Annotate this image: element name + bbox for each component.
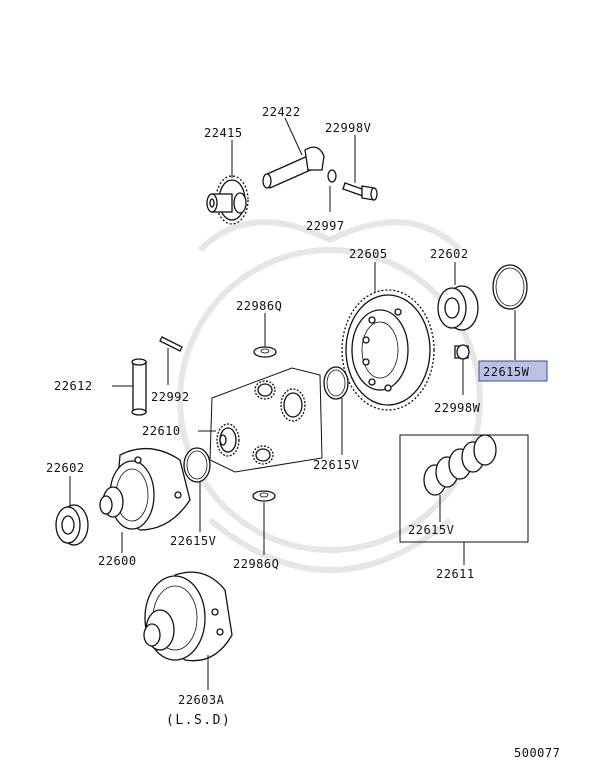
bolt-22998v-icon[interactable] — [342, 182, 378, 201]
shim-22615w-icon[interactable] — [492, 264, 528, 310]
washer-22986q-top-icon[interactable] — [253, 346, 277, 358]
label-22612[interactable]: 22612 — [54, 379, 93, 393]
bolt-22998w-icon[interactable] — [454, 344, 470, 395]
diff-case-22600-icon[interactable] — [99, 447, 191, 531]
gear-set-22610-icon[interactable] — [209, 367, 323, 473]
label-22998w[interactable]: 22998W — [434, 401, 481, 415]
label-22605[interactable]: 22605 — [349, 247, 388, 261]
shaft-22422-icon[interactable] — [262, 146, 325, 189]
gear-22415-icon[interactable] — [206, 175, 249, 225]
label-22610[interactable]: 22610 — [142, 424, 181, 438]
label-22615w[interactable]: 22615W — [483, 365, 530, 379]
o-ring-22997-icon[interactable] — [327, 169, 337, 183]
label-22992[interactable]: 22992 — [151, 390, 190, 404]
label-22611[interactable]: 22611 — [436, 567, 475, 581]
diagram-code: 500077 — [514, 746, 560, 760]
label-22415[interactable]: 22415 — [204, 126, 243, 140]
ring-gear-22605-icon[interactable] — [341, 289, 435, 411]
label-22997[interactable]: 22997 — [306, 219, 345, 233]
label-22986q-bottom[interactable]: 22986Q — [233, 557, 279, 571]
label-22602-top[interactable]: 22602 — [430, 247, 469, 261]
label-22615v-mid[interactable]: 22615V — [313, 458, 359, 472]
bearing-22602-top-icon[interactable] — [437, 285, 479, 331]
label-lsd: (L.S.D) — [166, 713, 231, 728]
shim-22615v-mid-icon[interactable] — [323, 366, 349, 400]
label-22603a[interactable]: 22603A — [178, 693, 225, 707]
label-22422[interactable]: 22422 — [262, 105, 301, 119]
shim-22615v-left-icon[interactable] — [183, 447, 211, 483]
label-22998v[interactable]: 22998V — [325, 121, 371, 135]
label-22600[interactable]: 22600 — [98, 554, 137, 568]
spring-pin-22992-icon[interactable] — [159, 336, 183, 352]
highlight-22615w — [478, 360, 548, 382]
label-22615v-right[interactable]: 22615V — [408, 523, 454, 537]
pin-22612-icon[interactable] — [131, 358, 147, 416]
lsd-case-22603a-icon[interactable] — [143, 571, 233, 662]
label-22615v-left[interactable]: 22615V — [170, 534, 216, 548]
label-22602-left[interactable]: 22602 — [46, 461, 85, 475]
washer-22986q-bottom-icon[interactable] — [252, 490, 276, 502]
label-22986q-top[interactable]: 22986Q — [236, 299, 282, 313]
clutch-pack-22611-icon[interactable] — [399, 434, 529, 543]
bearing-22602-left-icon[interactable] — [55, 504, 89, 546]
